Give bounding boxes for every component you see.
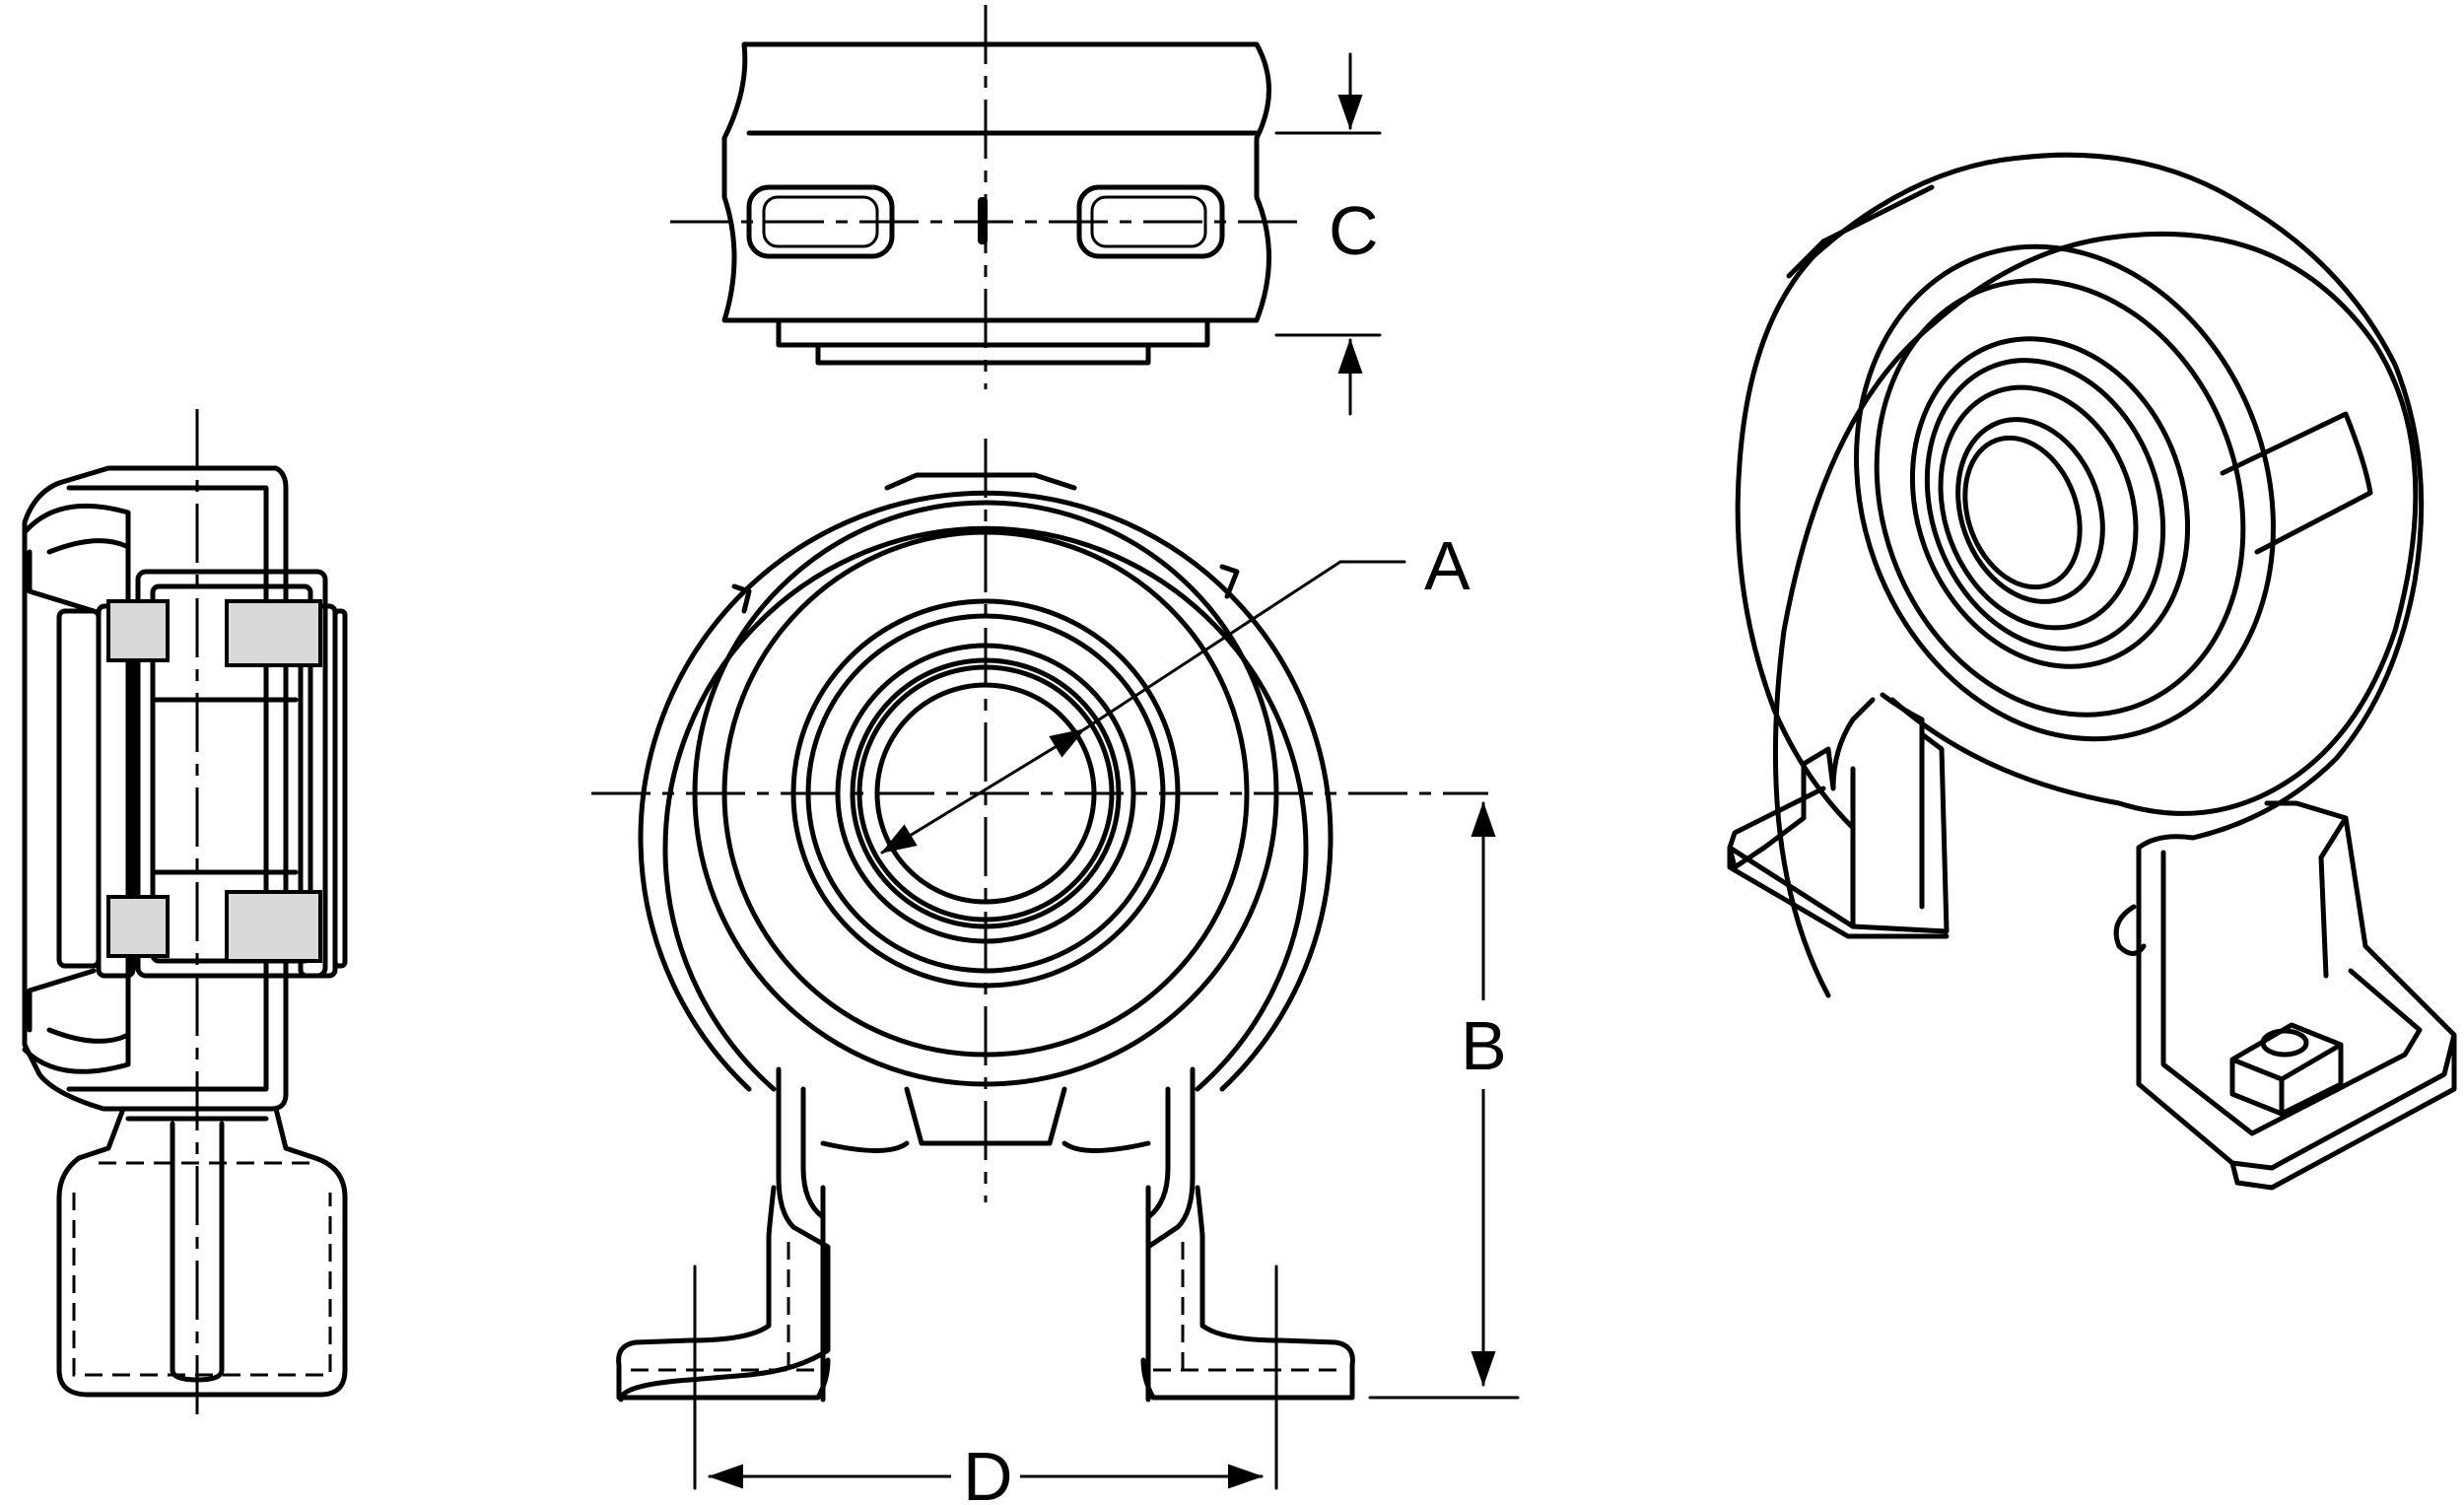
label-a: A xyxy=(1424,527,1471,604)
label-b: B xyxy=(1461,1007,1507,1084)
isometric-view xyxy=(1727,152,2457,1191)
label-d: D xyxy=(963,1438,1013,1505)
dimension-a: A xyxy=(880,527,1471,855)
dimension-b: B xyxy=(1368,801,1520,1400)
front-view xyxy=(591,439,1488,1402)
dimension-c: C xyxy=(1274,52,1382,416)
top-view xyxy=(670,5,1301,389)
label-c: C xyxy=(1329,192,1379,269)
dimension-d: D xyxy=(693,1265,1278,1505)
side-view xyxy=(22,409,348,1424)
